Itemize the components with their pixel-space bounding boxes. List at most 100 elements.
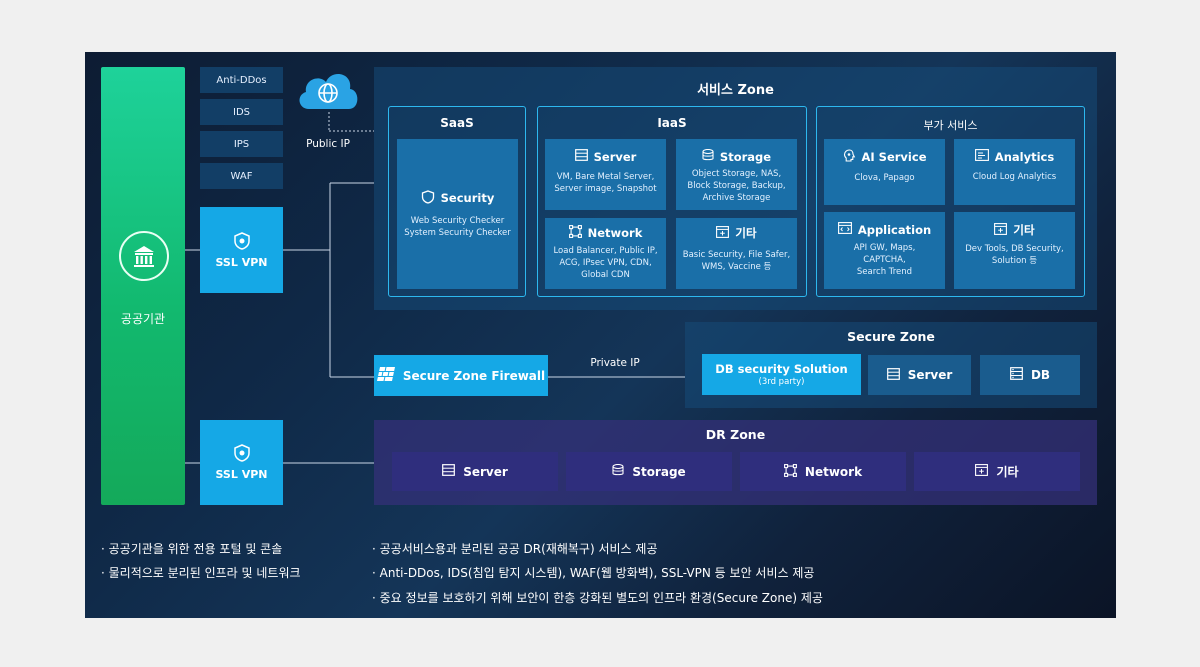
diagram-panel: 공공기관 Anti-DDos IDS IPS WAF Public IP SSL…: [85, 52, 1116, 618]
addon-application-card: Application API GW, Maps, CAPTCHA, Search …: [824, 212, 945, 289]
note-right-3: · 중요 정보를 보호하기 위해 보안이 한층 강화된 별도의 인프라 환경(S…: [372, 591, 823, 605]
etc-icon: [975, 464, 989, 479]
dr-network: Network: [740, 452, 906, 491]
addon-analytics-card: Analytics Cloud Log Analytics: [954, 139, 1075, 205]
addon-etc-card: 기타 Dev Tools, DB Security, Solution 등: [954, 212, 1075, 289]
iaas-server-card: Server VM, Bare Metal Server,Server imag…: [545, 139, 666, 210]
firewall-icon: [376, 366, 395, 385]
db-icon: [1010, 367, 1023, 383]
dr-zone-title: DR Zone: [705, 427, 766, 442]
dr-item-label: 기타: [996, 465, 1019, 479]
card-desc-line: Dev Tools, DB Security,: [965, 244, 1064, 254]
addon-ai-card: AI Service Clova, Papago: [824, 139, 945, 205]
secure-zone-firewall: Secure Zone Firewall: [374, 355, 548, 396]
saas-card-title: Security: [440, 191, 495, 205]
note-left-2: · 물리적으로 분리된 인프라 및 네트워크: [101, 566, 301, 580]
card-desc-line: Basic Security, File Safer,: [682, 250, 791, 260]
saas-group: [388, 106, 526, 297]
secure-server: Server: [868, 355, 971, 395]
secure-server-label: Server: [907, 368, 953, 382]
iaas-network-card: Network Load Balancer, Public IP, ACG, IP…: [545, 218, 666, 289]
card-title: Analytics: [994, 149, 1055, 164]
dr-item-label: Storage: [632, 464, 686, 479]
private-ip-label: Private IP: [590, 357, 640, 369]
saas-card-desc-line: System Security Checker: [404, 227, 511, 238]
ssl-vpn-top-label: SSL VPN: [215, 255, 268, 269]
analytics-icon: [974, 149, 989, 164]
note-right-1: · 공공서비스용과 분리된 공공 DR(재해복구) 서비스 제공: [372, 542, 658, 556]
db-solution-label: DB security Solution: [715, 362, 848, 376]
shield-icon: [233, 231, 251, 254]
secure-db: DB: [980, 355, 1080, 395]
shield-icon: [233, 444, 251, 466]
server-icon: [574, 149, 588, 164]
public-ip-label: Public IP: [306, 138, 350, 150]
secure-zone-title: Secure Zone: [847, 329, 935, 344]
card-desc-line: ACG, IPsec VPN, CDN,: [559, 258, 652, 268]
card-desc-line: Block Storage, Backup,: [687, 181, 786, 191]
card-desc-line: Object Storage, NAS,: [691, 169, 782, 179]
shield-icon: [421, 189, 435, 207]
card-desc-line: API GW, Maps,: [853, 243, 916, 253]
dr-etc: 기타: [914, 452, 1080, 491]
storage-icon: [702, 148, 714, 164]
note-left-1: · 공공기관을 위한 전용 포털 및 콘솔: [101, 542, 283, 556]
addon-group: [816, 106, 1085, 297]
card-title: Network: [587, 226, 643, 240]
service-zone-title: 서비스 Zone: [697, 83, 774, 98]
ids-box: IDS: [200, 99, 283, 125]
card-desc-line: VM, Bare Metal Server,: [556, 172, 655, 182]
ssl-vpn-top: SSL VPN: [200, 207, 283, 293]
waf-box: WAF: [200, 163, 283, 189]
card-desc-line: WMS, Vaccine 등: [701, 262, 772, 272]
ai-icon: [843, 149, 856, 165]
card-desc-line: Archive Storage: [702, 193, 771, 203]
card-title: Storage: [719, 149, 772, 164]
card-title: 기타: [1013, 223, 1035, 237]
dr-item-label: Network: [804, 464, 863, 479]
note-right-2: · Anti-DDos, IDS(침입 탐지 시스템), WAF(웹 방화벽),…: [372, 566, 815, 580]
dr-server: Server: [392, 452, 558, 491]
dr-item-label: Server: [463, 464, 508, 479]
card-desc-line: Global CDN: [581, 270, 630, 280]
card-desc-line: Server image, Snapshot: [554, 184, 657, 194]
secure-db-label: DB: [1030, 368, 1051, 382]
government-icon: [119, 231, 169, 281]
application-icon: [837, 222, 852, 237]
connector-lines: [185, 112, 685, 464]
public-org-label: 공공기관: [120, 312, 166, 326]
card-desc-line: Solution 등: [991, 256, 1038, 266]
network-icon: [783, 463, 797, 480]
card-title: 기타: [735, 226, 757, 240]
card-title: AI Service: [861, 150, 927, 164]
card-desc-line: Load Balancer, Public IP,: [553, 246, 658, 256]
ips-box: IPS: [200, 131, 283, 157]
saas-card-desc-line: Web Security Checker: [410, 215, 505, 226]
card-desc-line: CAPTCHA,: [863, 255, 906, 265]
card-title: Application: [857, 222, 932, 237]
anti-ddos-box: Anti-DDos: [200, 67, 283, 93]
db-security-solution: DB security Solution (3rd party): [702, 354, 861, 395]
network-icon: [568, 225, 582, 241]
storage-icon: [612, 463, 624, 479]
public-org-bar: [101, 67, 185, 505]
card-desc-line: Clova, Papago: [854, 173, 915, 183]
card-desc-line: Cloud Log Analytics: [972, 172, 1057, 182]
card-desc-line: Search Trend: [856, 267, 913, 277]
server-icon: [442, 464, 456, 479]
iaas-group: [537, 106, 807, 297]
etc-icon: [994, 222, 1008, 238]
db-solution-sub: (3rd party): [758, 377, 805, 387]
iaas-storage-card: Storage Object Storage, NAS, Block Storag…: [676, 139, 797, 210]
firewall-label: Secure Zone Firewall: [402, 368, 546, 383]
ssl-vpn-bottom-label: SSL VPN: [215, 468, 268, 481]
iaas-title: IaaS: [657, 116, 687, 130]
etc-icon: [716, 225, 730, 241]
saas-security-card: Security Web Security Checker System Sec…: [397, 139, 518, 289]
dr-storage: Storage: [566, 452, 732, 491]
addon-title: 부가 서비스: [923, 119, 978, 132]
cloud-icon: [293, 65, 363, 113]
ssl-vpn-bottom: SSL VPN: [200, 420, 283, 505]
iaas-etc-card: 기타 Basic Security, File Safer, WMS, Vacci…: [676, 218, 797, 289]
server-icon: [886, 367, 900, 383]
